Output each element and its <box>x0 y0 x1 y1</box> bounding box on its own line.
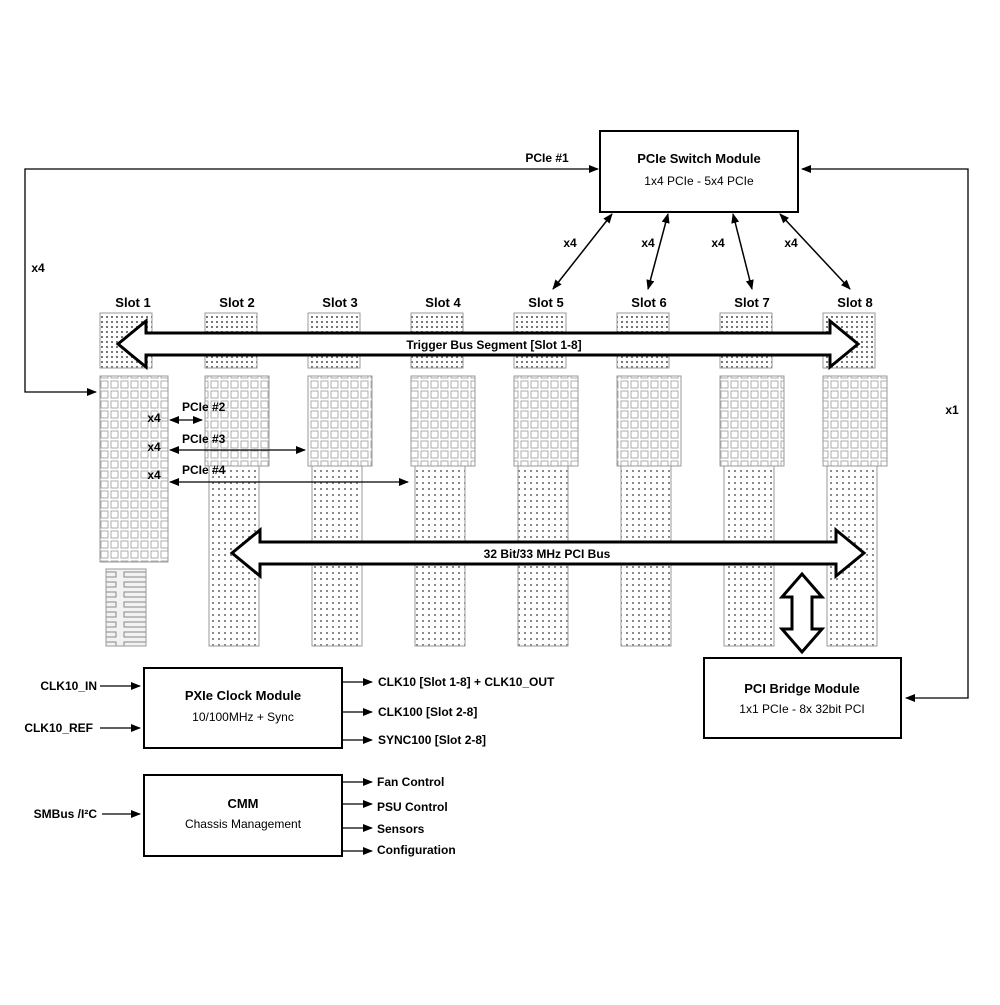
slot-connectors <box>99 312 888 647</box>
pxie-clock-module: PXIe Clock Module 10/100MHz + Sync CLK10… <box>24 667 555 749</box>
slot-labels: Slot 1 Slot 2 Slot 3 Slot 4 Slot 5 Slot … <box>115 295 872 310</box>
slot-label: Slot 7 <box>734 295 769 310</box>
pcie-1-link: PCIe #1 x4 <box>24 151 599 396</box>
slot-label: Slot 1 <box>115 295 150 310</box>
clock-module-title: PXIe Clock Module <box>185 688 301 703</box>
switch-module-title: PCIe Switch Module <box>637 151 761 166</box>
bridge-module-title: PCI Bridge Module <box>744 681 860 696</box>
clock-output-label: CLK100 [Slot 2-8] <box>378 705 477 719</box>
clock-output-label: CLK10 [Slot 1-8] + CLK10_OUT <box>378 675 555 689</box>
slot-3-connector <box>307 312 373 647</box>
switch-to-slot-links: x4 x4 x4 x4 <box>552 213 851 290</box>
pci-bridge-module: PCI Bridge Module 1x1 PCIe - 8x 32bit PC… <box>703 657 902 739</box>
pcie-1-width-label: x4 <box>31 261 45 275</box>
x1-width-label: x1 <box>945 403 959 417</box>
x4-label: x4 <box>711 236 725 250</box>
cmm-input-label: SMBus /I²C <box>34 807 98 821</box>
cmm-subtitle: Chassis Management <box>185 817 302 831</box>
x1-link: x1 <box>801 165 969 702</box>
clock-input-label: CLK10_REF <box>24 721 93 735</box>
slot-label: Slot 3 <box>322 295 357 310</box>
cmm-title: CMM <box>227 796 258 811</box>
trigger-bus-label: Trigger Bus Segment [Slot 1-8] <box>406 338 581 352</box>
slot-1-connector <box>99 312 169 647</box>
pci-bus-label: 32 Bit/33 MHz PCI Bus <box>484 547 611 561</box>
x4-label: x4 <box>147 440 161 454</box>
pci-bus: 32 Bit/33 MHz PCI Bus <box>229 526 867 580</box>
x4-label: x4 <box>641 236 655 250</box>
bridge-bus-link <box>778 571 826 655</box>
slot-label: Slot 8 <box>837 295 872 310</box>
slot-label: Slot 2 <box>219 295 254 310</box>
trigger-bus: Trigger Bus Segment [Slot 1-8] <box>115 317 861 371</box>
slot-5-connector <box>513 312 579 647</box>
slot-2-connector <box>204 312 270 647</box>
slot1-pcie-links: PCIe #2 PCIe #3 PCIe #4 x4 x4 x4 <box>147 400 409 486</box>
pcie-1-label: PCIe #1 <box>525 151 569 165</box>
slot-7-connector <box>719 312 785 647</box>
cmm-output-label: Sensors <box>377 822 425 836</box>
cmm-module: CMM Chassis Management SMBus /I²C Fan Co… <box>34 774 456 857</box>
clock-module-subtitle: 10/100MHz + Sync <box>192 710 294 724</box>
pcie-2-label: PCIe #2 <box>182 400 226 414</box>
pcie-switch-module: PCIe Switch Module 1x4 PCIe - 5x4 PCIe <box>599 130 799 213</box>
clock-output-label: SYNC100 [Slot 2-8] <box>378 733 486 747</box>
pcie-4-label: PCIe #4 <box>182 463 226 477</box>
cmm-output-label: PSU Control <box>377 800 448 814</box>
clock-input-label: CLK10_IN <box>40 679 97 693</box>
x4-label: x4 <box>784 236 798 250</box>
x4-label: x4 <box>147 468 161 482</box>
slot-6-connector <box>616 312 682 647</box>
cmm-output-label: Fan Control <box>377 775 444 789</box>
slot-label: Slot 5 <box>528 295 563 310</box>
x4-label: x4 <box>147 411 161 425</box>
pcie-3-label: PCIe #3 <box>182 432 226 446</box>
slot-4-connector <box>410 312 476 647</box>
switch-module-subtitle: 1x4 PCIe - 5x4 PCIe <box>644 174 754 188</box>
slot-label: Slot 4 <box>425 295 461 310</box>
x4-label: x4 <box>563 236 577 250</box>
bridge-module-subtitle: 1x1 PCIe - 8x 32bit PCI <box>739 702 864 716</box>
slot-label: Slot 6 <box>631 295 666 310</box>
cmm-output-label: Configuration <box>377 843 456 857</box>
